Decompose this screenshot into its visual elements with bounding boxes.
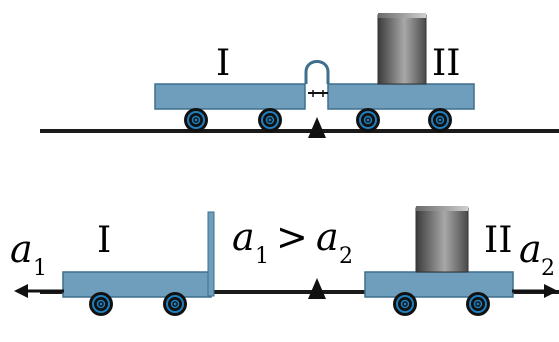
accel-right-subscript: 2 <box>541 256 555 281</box>
wheel-icon <box>183 107 209 133</box>
accel-right-label: a <box>519 227 542 271</box>
bottom-cart-2-label: II <box>484 220 512 261</box>
accel-left-subscript: 1 <box>33 256 47 281</box>
arrow-right-icon <box>512 284 558 298</box>
bottom-cart-1 <box>62 211 215 317</box>
pivot-triangle-icon <box>308 117 326 138</box>
arrow-left-icon <box>14 284 64 298</box>
wheel-icon <box>465 291 491 317</box>
bottom-cart-1-label: I <box>97 220 111 261</box>
relation-right-symbol: a <box>316 215 339 259</box>
wheel-icon <box>355 107 381 133</box>
wheel-icon <box>257 107 283 133</box>
relation-left-subscript: 1 <box>255 244 269 269</box>
top-cart-2 <box>327 13 475 133</box>
bottom-cart-2 <box>364 206 514 317</box>
top-cart-1-label: I <box>216 43 230 84</box>
relation-right-subscript: 2 <box>339 244 353 269</box>
cart-icon <box>364 271 514 298</box>
cart-icon <box>327 83 475 110</box>
spring-clip-icon <box>304 60 330 97</box>
accel-left-label: a <box>10 227 33 271</box>
top-cart-2-label: II <box>432 43 460 84</box>
spring-arm <box>207 211 215 297</box>
top-cart-1 <box>154 83 306 133</box>
pivot-triangle-icon <box>308 278 326 299</box>
weight-cylinder-icon <box>415 206 469 273</box>
weight-cylinder-icon <box>377 13 427 85</box>
acceleration-relation: a 1 > a 2 <box>232 215 353 269</box>
wheel-icon <box>427 107 453 133</box>
bottom-scene: I II a 1 a 2 a 1 > a 2 <box>10 206 559 317</box>
cart-icon <box>62 271 212 298</box>
wheel-icon <box>162 291 188 317</box>
wheel-icon <box>392 291 418 317</box>
relation-operator: > <box>276 215 308 259</box>
top-scene: I II <box>40 13 559 138</box>
cart-icon <box>154 83 306 110</box>
relation-left-symbol: a <box>232 215 255 259</box>
wheel-icon <box>88 291 114 317</box>
